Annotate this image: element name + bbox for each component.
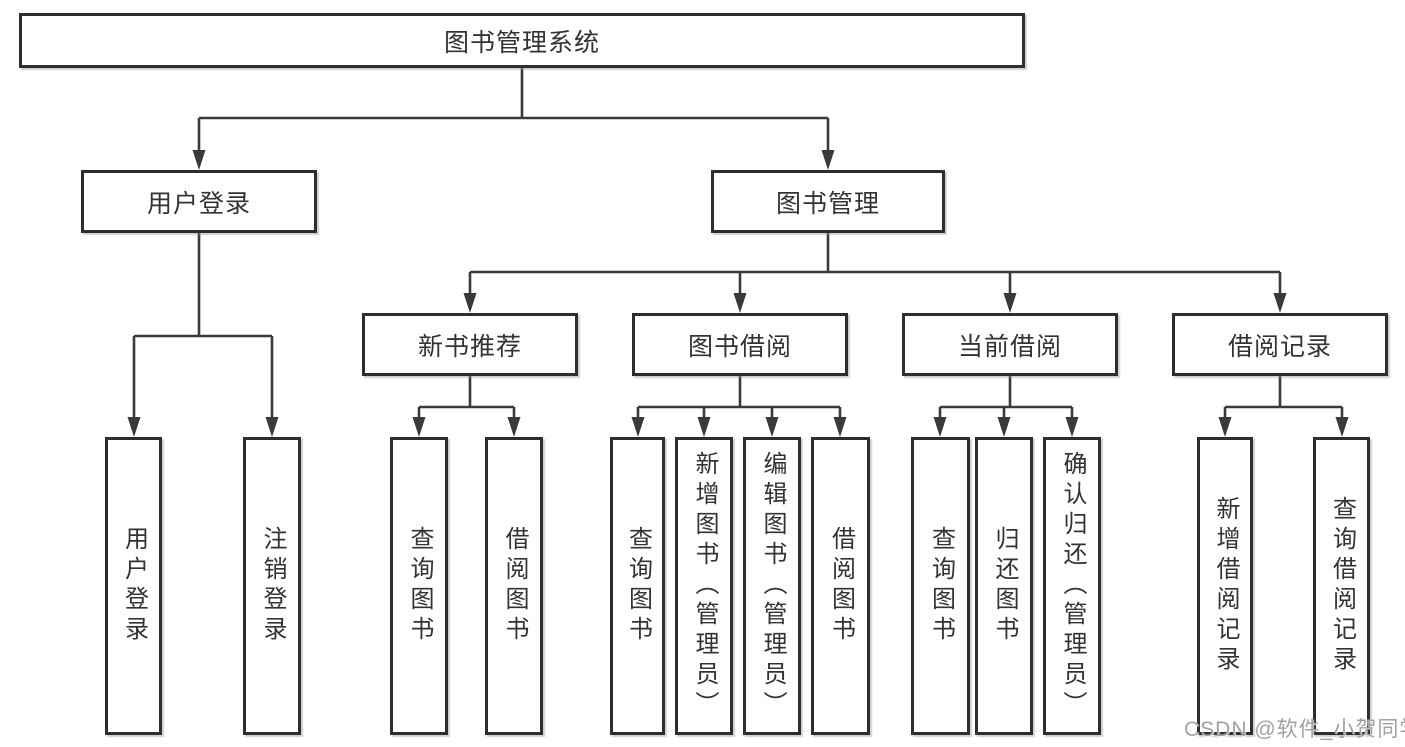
csdn-watermark: CSDN @软件_小贺同学 xyxy=(1184,718,1405,741)
leaf-query-books-recommend: 查询图书 xyxy=(390,437,448,735)
leaf-add-books-admin: 新增图书（管理员） xyxy=(675,437,733,735)
leaf-return-books: 归还图书 xyxy=(975,437,1033,735)
node-book-management: 图书管理 xyxy=(711,170,945,233)
leaf-logout: 注销登录 xyxy=(243,437,301,735)
leaf-query-books-current-label: 查询图书 xyxy=(927,526,955,646)
node-borrow-record: 借阅记录 xyxy=(1172,313,1388,376)
node-book-borrow-label: 图书借阅 xyxy=(687,332,792,361)
arrowheads xyxy=(127,150,1349,437)
node-new-book-recommend: 新书推荐 xyxy=(362,313,578,376)
node-new-book-recommend-label: 新书推荐 xyxy=(417,332,522,361)
node-current-borrow: 当前借阅 xyxy=(902,313,1118,376)
leaf-add-borrow-record-label: 新增借阅记录 xyxy=(1212,496,1239,676)
leaf-borrow-books: 借阅图书 xyxy=(811,437,870,735)
leaf-query-books-current: 查询图书 xyxy=(911,437,970,735)
node-user-login-label: 用户登录 xyxy=(146,189,251,218)
leaf-borrow-books-recommend-label: 借阅图书 xyxy=(501,526,528,646)
node-borrow-record-label: 借阅记录 xyxy=(1227,332,1332,361)
leaf-query-borrow-record-label: 查询借阅记录 xyxy=(1328,496,1356,676)
node-user-login: 用户登录 xyxy=(81,170,317,233)
leaf-borrow-books-label: 借阅图书 xyxy=(827,526,855,646)
node-root-system: 图书管理系统 xyxy=(19,13,1025,68)
leaf-confirm-return-admin: 确认归还（管理员） xyxy=(1043,437,1101,735)
leaf-borrow-books-recommend: 借阅图书 xyxy=(485,437,543,735)
leaf-user-login: 用户登录 xyxy=(105,437,162,735)
leaf-edit-books-admin: 编辑图书（管理员） xyxy=(743,437,801,735)
leaf-confirm-return-admin-label: 确认归还（管理员） xyxy=(1059,451,1086,721)
leaf-return-books-label: 归还图书 xyxy=(991,526,1018,646)
leaf-add-borrow-record: 新增借阅记录 xyxy=(1197,437,1253,735)
leaf-edit-books-admin-label: 编辑图书（管理员） xyxy=(759,451,786,721)
leaf-query-books-recommend-label: 查询图书 xyxy=(406,526,433,646)
leaf-logout-label: 注销登录 xyxy=(259,526,286,646)
leaf-query-books-borrow: 查询图书 xyxy=(610,437,665,735)
leaf-user-login-label: 用户登录 xyxy=(120,526,148,646)
leaf-add-books-admin-label: 新增图书（管理员） xyxy=(691,451,718,721)
node-current-borrow-label: 当前借阅 xyxy=(957,332,1062,361)
node-root-label: 图书管理系统 xyxy=(443,28,600,57)
node-book-borrow: 图书借阅 xyxy=(632,313,848,376)
node-book-management-label: 图书管理 xyxy=(775,189,880,218)
leaf-query-books-borrow-label: 查询图书 xyxy=(624,526,652,646)
leaf-query-borrow-record: 查询借阅记录 xyxy=(1313,437,1370,735)
